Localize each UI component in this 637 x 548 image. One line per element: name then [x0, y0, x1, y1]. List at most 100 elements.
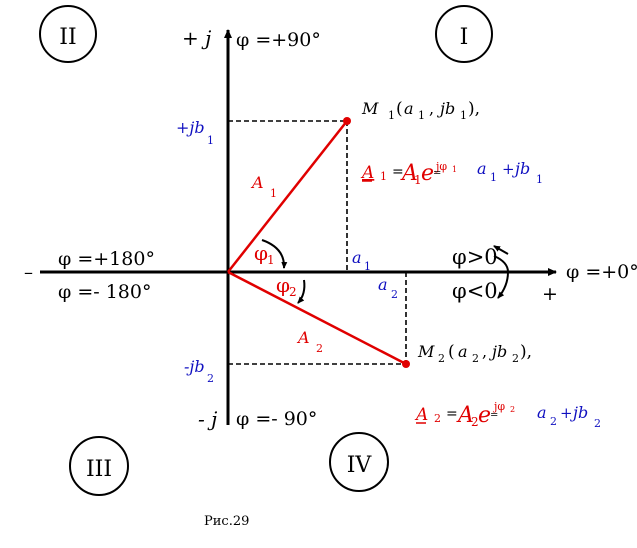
svg-text:A: A — [296, 328, 310, 347]
svg-text:A: A — [360, 163, 374, 183]
a1-magnitude-label: A 1 — [250, 173, 277, 200]
direction-arc-positive — [493, 255, 509, 273]
svg-text:φ: φ — [254, 241, 268, 265]
svg-text:a: a — [378, 275, 388, 294]
angle-arc-phi1 — [261, 239, 288, 269]
svg-text:1: 1 — [207, 134, 214, 147]
phi-negative-label: φ<0 — [452, 279, 498, 303]
quadrant-iii-label: III — [86, 457, 112, 482]
svg-text:1: 1 — [418, 109, 425, 122]
point-m2 — [402, 360, 410, 368]
svg-text:1: 1 — [270, 187, 277, 200]
a1-projection-label: a 1 — [352, 248, 371, 273]
vector-a1 — [227, 120, 348, 273]
svg-text:2: 2 — [594, 417, 601, 430]
svg-text:=: = — [490, 410, 498, 421]
vector-a2 — [227, 270, 407, 366]
svg-text:2: 2 — [512, 352, 519, 365]
svg-text:+jb: +jb — [176, 118, 205, 137]
svg-text:2: 2 — [207, 372, 214, 385]
direction-arc-negative — [497, 271, 509, 299]
quadrant-iii-marker: III — [69, 436, 129, 496]
svg-text:M: M — [361, 99, 379, 118]
svg-text:2: 2 — [510, 405, 515, 414]
phi1-angle-label: φ 1 — [254, 241, 275, 267]
svg-text:2: 2 — [434, 412, 441, 425]
svg-text:jφ: jφ — [434, 160, 447, 173]
svg-text:e: e — [421, 161, 434, 186]
a2-projection-label: a 2 — [378, 275, 398, 301]
angle-arc-phi2 — [297, 279, 306, 304]
svg-text:jb: jb — [437, 99, 455, 118]
plus-jb1-projection-label: +jb 1 — [176, 118, 214, 147]
svg-text:(: ( — [448, 342, 455, 362]
svg-text:1: 1 — [267, 253, 275, 267]
svg-text:jφ: jφ — [492, 400, 505, 413]
phi-zero-label: φ =+0° — [566, 261, 637, 283]
svg-text:a: a — [477, 159, 487, 178]
left-minus-sign: – — [24, 262, 33, 283]
svg-text:A: A — [250, 173, 264, 192]
svg-text:A: A — [400, 161, 418, 186]
svg-text:jb: jb — [489, 342, 507, 361]
phi-positive-label: φ>0 — [452, 245, 498, 269]
svg-text:jb: jb — [512, 159, 530, 178]
svg-text:1: 1 — [364, 260, 371, 273]
m1-coordinate-label: M 1 ( a 1 , jb 1 ), — [361, 99, 480, 122]
quadrant-ii-label: II — [59, 25, 76, 50]
svg-text:1: 1 — [414, 173, 422, 187]
svg-text:2: 2 — [289, 285, 297, 299]
svg-text:1: 1 — [380, 170, 387, 183]
svg-text:1: 1 — [388, 109, 395, 122]
svg-text:a: a — [352, 248, 362, 267]
svg-text:,: , — [482, 342, 487, 361]
plus-j-label: + j — [182, 26, 211, 50]
a2-magnitude-label: A 2 — [296, 328, 323, 355]
svg-text:a: a — [537, 403, 547, 422]
minus-jb2-projection-label: -jb 2 — [184, 357, 214, 385]
figure-caption: Рис.29 — [204, 514, 249, 529]
svg-text:A: A — [456, 403, 474, 428]
svg-text:1: 1 — [490, 171, 497, 184]
m2-coordinate-label: M 2 ( a 2 , jb 2 ), — [417, 342, 532, 365]
svg-text:2: 2 — [391, 288, 398, 301]
phi2-angle-label: φ 2 — [276, 273, 297, 299]
direction-arrow-positive — [493, 245, 509, 255]
minus-j-label: - j — [198, 407, 217, 431]
projection-lines — [228, 120, 407, 365]
svg-text:1: 1 — [460, 109, 467, 122]
svg-text:2: 2 — [472, 352, 479, 365]
svg-text:=: = — [433, 168, 441, 179]
svg-text:a: a — [404, 99, 414, 118]
svg-text:(: ( — [396, 99, 403, 119]
svg-text:2: 2 — [438, 352, 445, 365]
svg-text:2: 2 — [471, 415, 479, 429]
svg-text:jb: jb — [570, 403, 588, 422]
a1-formula: A 1 = A 1 e jφ 1 = a 1 + jb 1 — [360, 159, 543, 187]
svg-text:1: 1 — [452, 165, 457, 174]
quadrant-iv-label: IV — [347, 453, 373, 478]
point-m1 — [343, 117, 351, 125]
svg-text:a: a — [458, 342, 468, 361]
svg-text:φ: φ — [276, 273, 290, 297]
phi-plus-180-label: φ =+180° — [58, 248, 155, 270]
quadrant-i-marker: I — [435, 5, 493, 63]
phi-minus-180-label: φ =- 180° — [58, 281, 152, 303]
phi-minus-90-label: φ =- 90° — [236, 408, 317, 430]
svg-text:),: ), — [520, 342, 532, 362]
svg-text:2: 2 — [316, 342, 323, 355]
svg-text:1: 1 — [536, 173, 543, 186]
svg-text:-jb: -jb — [184, 357, 205, 376]
quadrant-iv-marker: IV — [329, 432, 389, 492]
svg-text:e: e — [478, 403, 491, 428]
quadrant-ii-marker: II — [39, 5, 97, 63]
quadrant-i-label: I — [460, 25, 469, 50]
svg-text:,: , — [429, 99, 434, 118]
svg-text:2: 2 — [550, 415, 557, 428]
right-plus-sign: + — [542, 283, 558, 305]
svg-text:+: + — [502, 160, 515, 178]
svg-text:A: A — [414, 405, 428, 425]
svg-text:),: ), — [468, 99, 480, 119]
svg-text:M: M — [417, 342, 435, 361]
